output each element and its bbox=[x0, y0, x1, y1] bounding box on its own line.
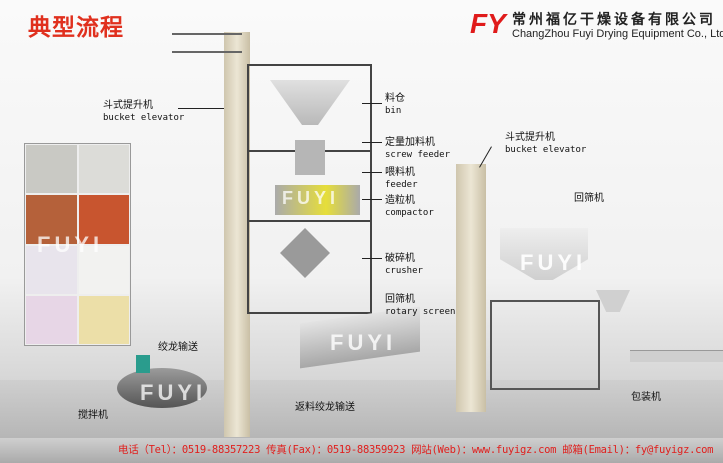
mixer-shape bbox=[117, 368, 207, 408]
right-frame bbox=[490, 300, 600, 390]
company-name-cn: 常州福亿干燥设备有限公司 bbox=[512, 12, 716, 28]
company-name-en: ChangZhou Fuyi Drying Equipment Co., Ltd bbox=[512, 28, 723, 40]
compactor-shape bbox=[275, 185, 360, 215]
floor bbox=[0, 380, 723, 440]
bucket-elevator-left bbox=[224, 32, 250, 437]
watermark: FUYI bbox=[37, 232, 104, 257]
label-rotary-screen-right: 回筛机 bbox=[574, 193, 604, 204]
contact-footer: 电话（Tel）：0519-88357223 传真(Fax)：0519-88359… bbox=[118, 444, 714, 456]
steel-frame bbox=[247, 64, 372, 314]
page-title: 典型流程 bbox=[28, 15, 124, 41]
footer-bar bbox=[0, 438, 723, 463]
top-platform bbox=[172, 33, 242, 53]
label-packing: 包装机 bbox=[631, 392, 661, 403]
product-photos: FUYI bbox=[24, 143, 131, 346]
label-mixer: 搅拌机 bbox=[78, 410, 108, 421]
label-return-screw-conveyor: 返料绞龙输送 bbox=[295, 402, 355, 413]
label-screw-conveyor: 绞龙输送 bbox=[158, 342, 198, 353]
logo: FY bbox=[470, 8, 506, 39]
packing-machine-shape bbox=[596, 290, 630, 312]
feeder-shape bbox=[295, 140, 325, 175]
bucket-elevator-right bbox=[456, 164, 486, 412]
